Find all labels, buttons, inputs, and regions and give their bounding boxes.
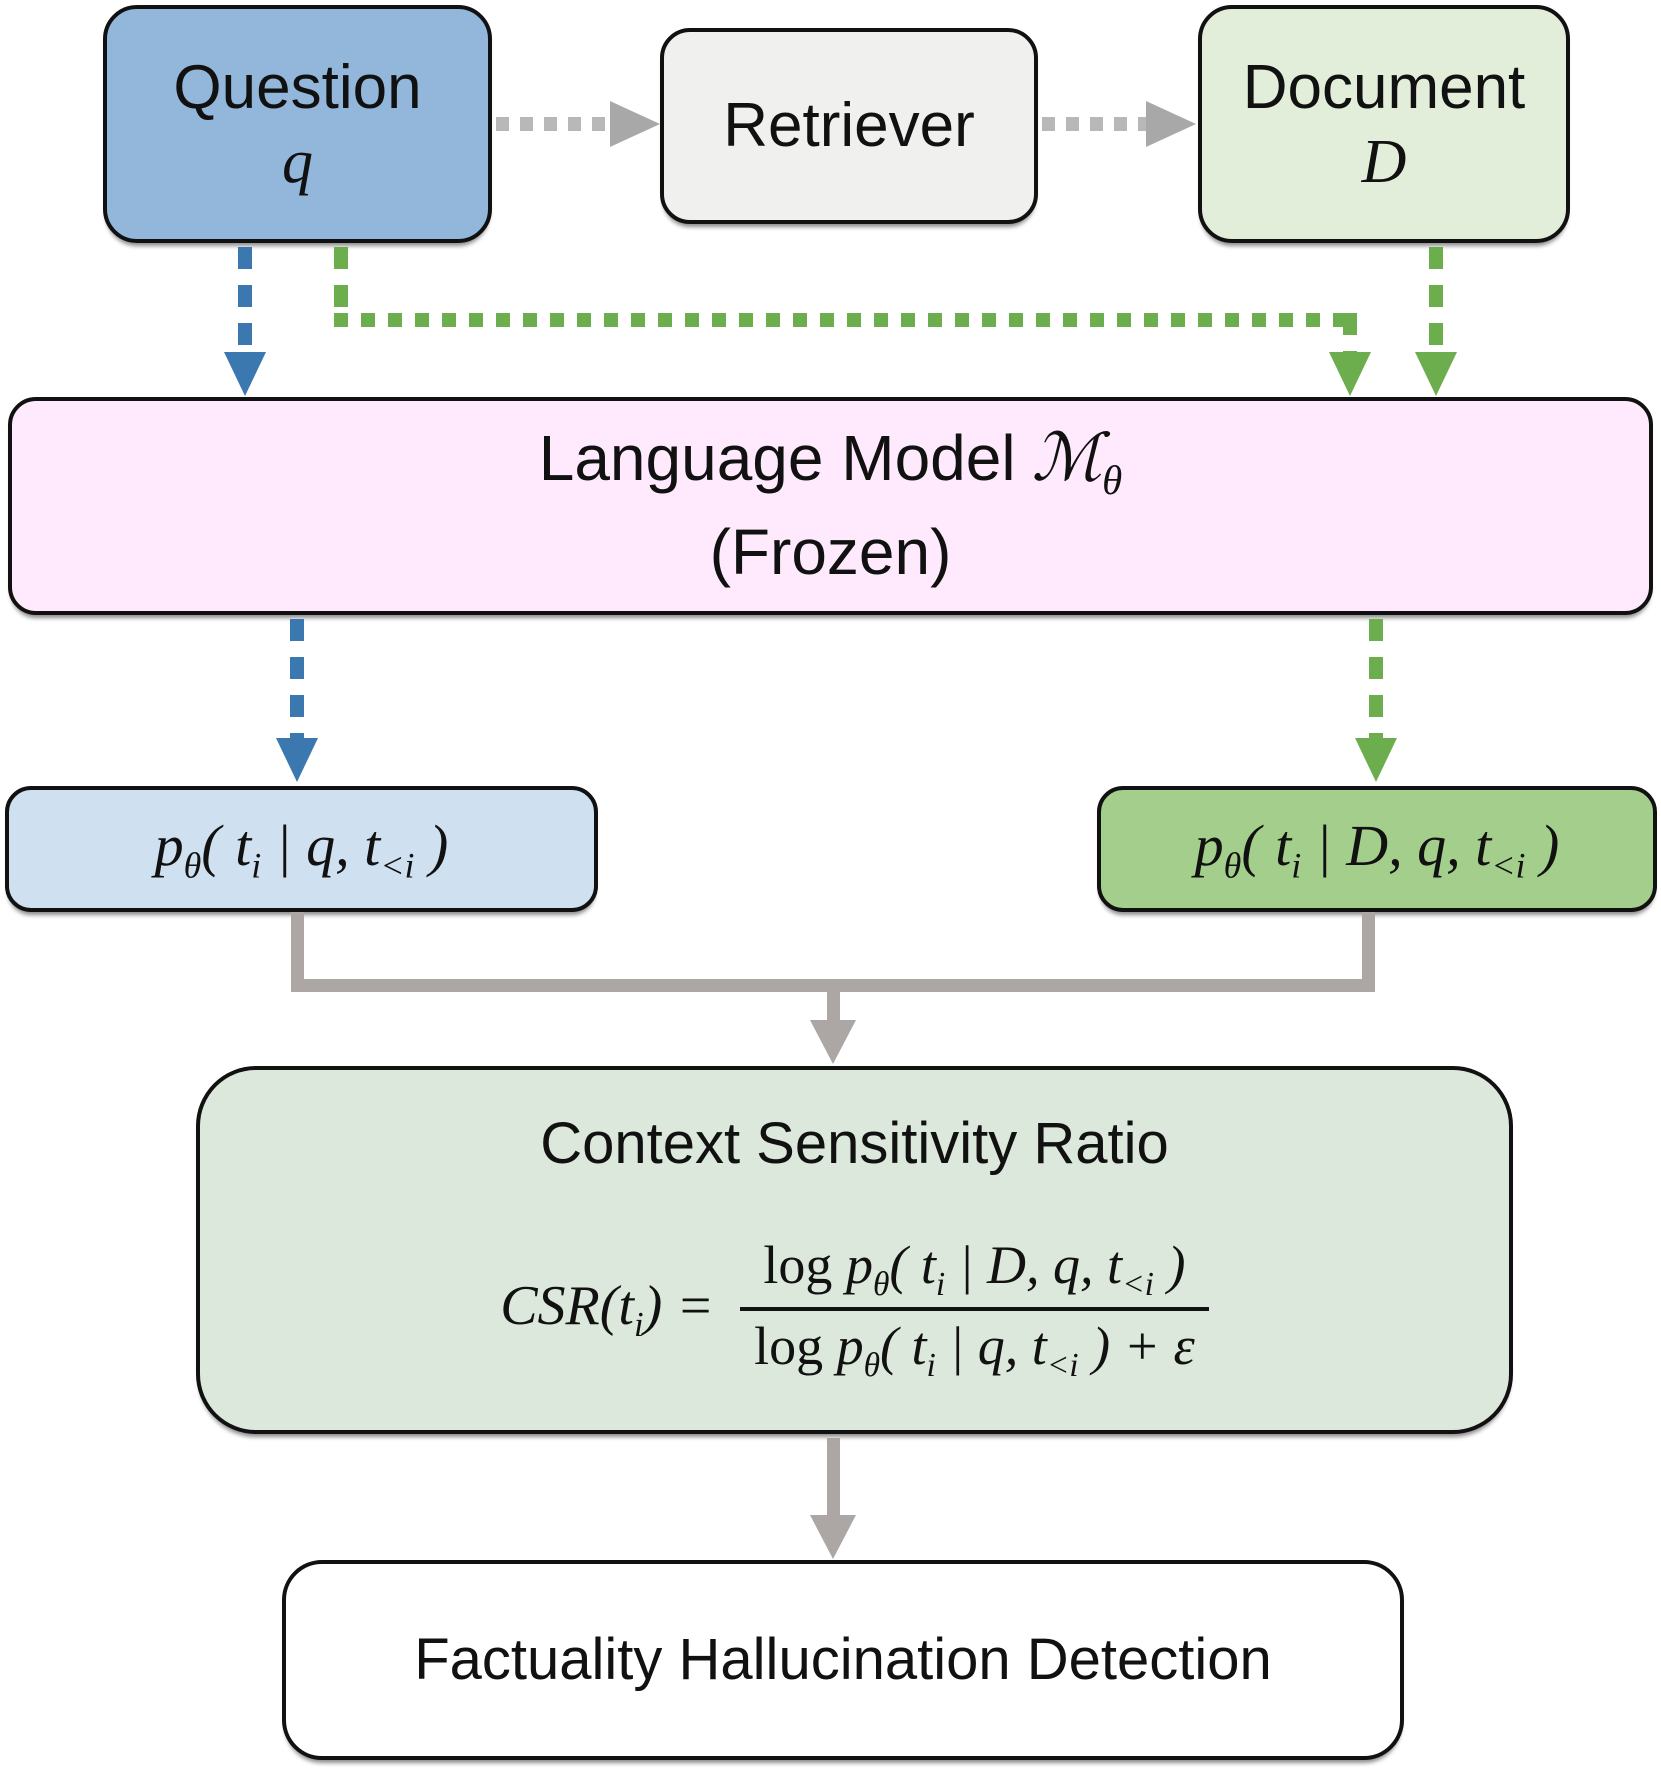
merge-horizontal-line bbox=[291, 979, 1375, 992]
question-to-lm-dashed-line bbox=[238, 247, 252, 355]
prob-question-only-formula: pθ( ti | q, t<i ) bbox=[154, 812, 449, 886]
retriever-node: Retriever bbox=[660, 28, 1038, 224]
question-node: Question q bbox=[103, 5, 492, 243]
lm-to-prob-document-dashed-line bbox=[1369, 619, 1383, 739]
question-to-retriever-arrowhead-icon bbox=[610, 101, 660, 147]
lm-to-prob-question-dashed-line bbox=[290, 619, 304, 739]
retriever-to-document-dotted-line bbox=[1042, 117, 1148, 131]
csr-title: Context Sensitivity Ratio bbox=[540, 1111, 1169, 1177]
prob-with-document-formula: pθ( ti | D, q, t<i ) bbox=[1194, 812, 1560, 886]
context-sensitivity-ratio-node: Context Sensitivity Ratio CSR(ti) = log … bbox=[196, 1066, 1513, 1434]
question-symbol: q bbox=[282, 127, 313, 196]
lm-to-prob-document-arrowhead-icon bbox=[1355, 738, 1397, 782]
language-model-symbol: ℳθ bbox=[1031, 422, 1123, 504]
csr-to-factuality-arrowhead-icon bbox=[810, 1515, 856, 1559]
merge-right-line bbox=[1362, 912, 1375, 992]
retriever-label: Retriever bbox=[723, 91, 975, 161]
prob-with-document-node: pθ( ti | D, q, t<i ) bbox=[1097, 786, 1657, 912]
factuality-detection-node: Factuality Hallucination Detection bbox=[282, 1560, 1404, 1760]
question-context-elbow-drop-line bbox=[1343, 313, 1357, 355]
document-to-lm-arrowhead-icon bbox=[1415, 352, 1457, 396]
document-symbol: D bbox=[1361, 127, 1407, 196]
merge-stub-line bbox=[827, 992, 840, 1022]
document-label: Document bbox=[1242, 53, 1526, 123]
retriever-to-document-arrowhead-icon bbox=[1146, 101, 1196, 147]
document-node: Document D bbox=[1198, 5, 1570, 243]
prob-question-only-node: pθ( ti | q, t<i ) bbox=[5, 786, 598, 912]
merge-left-line bbox=[291, 912, 304, 992]
language-model-frozen-label: (Frozen) bbox=[709, 516, 952, 589]
csr-formula-denominator: log pθ( ti | q, t<i ) + ε bbox=[740, 1307, 1209, 1388]
csr-formula: CSR(ti) = log pθ( ti | D, q, t<i ) log p… bbox=[500, 1230, 1209, 1389]
question-to-lm-arrowhead-icon bbox=[224, 352, 266, 396]
question-context-arrowhead-icon bbox=[1329, 352, 1371, 396]
question-label: Question bbox=[173, 53, 422, 123]
question-context-elbow-horizontal-line bbox=[334, 313, 1357, 327]
csr-formula-numerator: log pθ( ti | D, q, t<i ) bbox=[763, 1235, 1186, 1303]
question-to-retriever-dotted-line bbox=[496, 117, 610, 131]
merge-to-csr-arrowhead-icon bbox=[810, 1020, 856, 1064]
lm-to-prob-question-arrowhead-icon bbox=[276, 738, 318, 782]
language-model-label: Language Model bbox=[538, 422, 1016, 495]
question-context-elbow-vertical-line bbox=[334, 247, 348, 327]
document-to-lm-dashed-line bbox=[1429, 247, 1443, 355]
factuality-label: Factuality Hallucination Detection bbox=[414, 1626, 1272, 1692]
language-model-node: Language Model ℳθ (Frozen) bbox=[8, 397, 1653, 615]
csr-to-factuality-line bbox=[827, 1438, 840, 1518]
csr-formula-fraction: log pθ( ti | D, q, t<i ) log pθ( ti | q,… bbox=[740, 1230, 1209, 1389]
csr-formula-lhs: CSR(ti) = bbox=[500, 1274, 715, 1345]
